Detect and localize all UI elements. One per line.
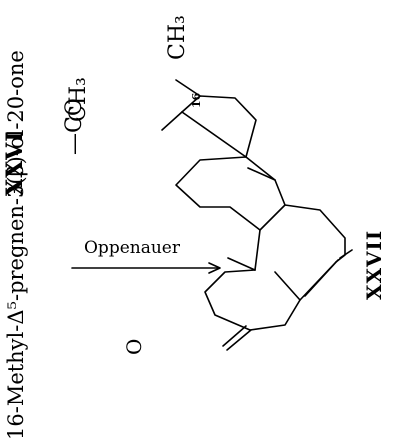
reagent-label: Oppenauer	[84, 238, 180, 258]
ring-c	[175, 156, 286, 231]
carbonyl-label: —CO	[62, 98, 87, 155]
oxygen-label: O	[122, 338, 146, 355]
ring-a	[204, 269, 301, 331]
ketone-bond	[222, 325, 252, 351]
reaction-arrow	[71, 262, 221, 274]
position-16-label: 16	[190, 92, 203, 108]
ring-b	[254, 204, 353, 301]
ring-d	[181, 95, 257, 158]
methyl-16-label: CH₃	[165, 15, 190, 60]
